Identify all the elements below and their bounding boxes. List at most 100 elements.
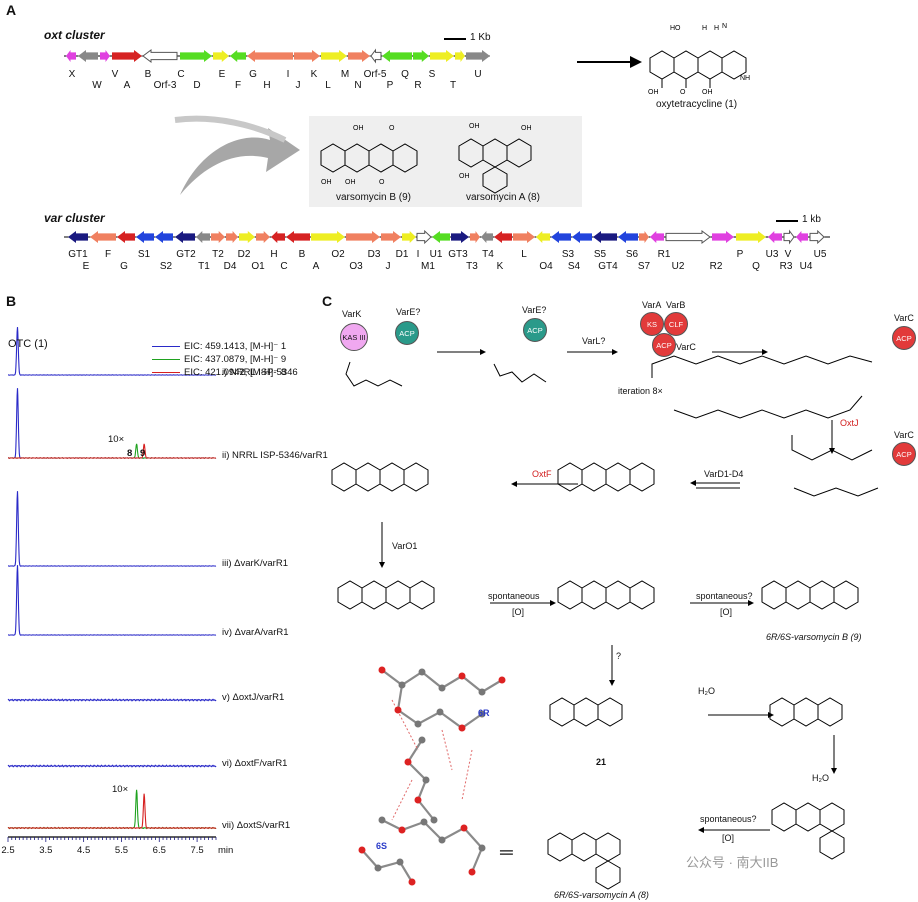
legend-entry-8: EIC: 421.0942, [M-H]⁻ 8 [184,367,287,378]
oxt-gene-12 [370,48,382,64]
equivalence-sign: ═ [500,842,513,862]
var-label-bottom-10: M1 [421,261,435,272]
biosynthetic-pathway [331,349,879,890]
var-label-top-10: D1 [395,249,409,260]
oxt-label-top-4: E [218,69,226,80]
crystal-atom [478,688,486,696]
var-gene-11 [271,231,285,243]
time-tick-label-5: 7.5 [190,845,204,856]
oxt-label-top-12: U [474,69,482,80]
oxt-gene-0 [66,50,76,62]
crystal-label-6s: 6S [376,841,388,851]
var-gene-arrows [68,229,825,245]
crystal-atom [458,724,466,732]
var-label-top-21: U3 [765,249,779,260]
step-spontaneous-3: spontaneous? [700,814,757,824]
crystal-atom [378,666,386,674]
var-label-bottom-11: T3 [466,261,478,272]
crystal-atom [418,668,426,676]
enzyme-varc-2: VarC [894,313,914,323]
time-tick-label-3: 5.5 [114,845,129,856]
oxt-label-top-7: K [310,69,318,80]
var-label-top-17: S5 [593,249,607,260]
crystal-atom [408,878,416,886]
var-gene-7 [211,231,225,243]
crystal-structure [358,666,506,886]
var-gene-21 [481,231,493,243]
var-gene-23 [513,231,535,243]
oxt-cluster-title: oxt cluster [44,28,105,42]
trace-iii [8,491,217,567]
var-label-bottom-1: G [120,261,128,272]
enzyme-vark: VarK [342,309,362,319]
var-label-top-18: S6 [625,249,639,260]
oxt-label-bottom-6: J [295,80,301,91]
acp-domain-varc: ACP [652,333,676,357]
oxt-label-bottom-9: P [386,80,394,91]
var-label-bottom-7: A [312,261,320,272]
trace-vii-9 [7,793,217,830]
crystal-atom [420,818,428,826]
crystal-atom [438,836,446,844]
var-scale-text: 1 kb [802,214,821,225]
enzyme-varb: VarB [666,300,686,310]
var-label-bottom-3: T1 [198,261,210,272]
crystal-atom [430,816,438,824]
var-gene-16 [402,231,416,243]
crystal-atom [404,758,412,766]
time-tick-label-4: 6.5 [152,845,166,856]
var-label-bottom-9: J [385,261,391,272]
trace-vii-8 [7,789,217,830]
var-gene-32 [712,231,734,243]
peak-label-9: 9 [140,448,146,459]
oxt-label-bottom-4: F [234,80,242,91]
var-label-top-19: R1 [657,249,671,260]
crystal-atom [414,720,422,728]
oxt-label-bottom-10: R [414,80,422,91]
crystal-atom [498,676,506,684]
var-label-bottom-17: U2 [671,261,685,272]
crystal-atom [414,796,422,804]
crystal-atom [358,846,366,854]
oxt-gene-5 [180,50,212,62]
var-label-top-3: GT2 [176,249,196,260]
oxt-label-top-1: V [111,69,119,80]
chrom-legend: EIC: 459.1413, [M-H]⁻ 1 EIC: 437.0879, [… [152,340,286,379]
clf-domain: CLF [664,312,688,336]
time-unit: min [218,845,234,856]
var-label-bottom-6: C [280,261,288,272]
acp-domain-varc-2: ACP [892,326,916,350]
var-gene-18 [432,231,450,243]
oxt-label-bottom-11: T [449,80,457,91]
oxt-label-top-3: C [177,69,185,80]
var-label-top-15: L [521,249,527,260]
var-label-bottom-2: S2 [159,261,173,272]
crystal-atom [374,864,382,872]
watermark: 公众号 · 南大IIB [686,855,779,870]
oxt-gene-2 [100,50,110,62]
oxt-label-top-11: S [428,69,436,80]
crystal-atom [418,736,426,744]
peak-label-8: 8 [127,448,133,459]
var-label-bottom-21: U4 [799,261,813,272]
oxt-label-bottom-7: L [325,80,331,91]
var-gene-3 [136,231,154,243]
var-label-top-5: D2 [237,249,251,260]
enzyme-varc: VarC [676,342,696,352]
var-gene-29 [639,231,649,243]
trace-label-4: v) ΔoxtJ/varR1 [222,692,285,703]
svg-text:O: O [680,89,686,96]
zoom-label-ii: 10× [108,434,125,445]
svg-text:OH: OH [345,179,356,186]
oxt-label-bottom-3: D [193,80,201,91]
crystal-atom [398,681,406,689]
panel-b-label: B [6,293,17,309]
oxt-gene-17 [466,50,490,62]
varsomycin-b-caption: varsomycin B (9) [336,192,412,203]
otc-peak-label: OTC (1) [8,338,48,350]
oxt-gene-1 [78,50,98,62]
var-gene-1 [90,231,116,243]
trace-ii-otc [8,388,217,459]
time-tick-label-0: 2.5 [1,845,15,856]
